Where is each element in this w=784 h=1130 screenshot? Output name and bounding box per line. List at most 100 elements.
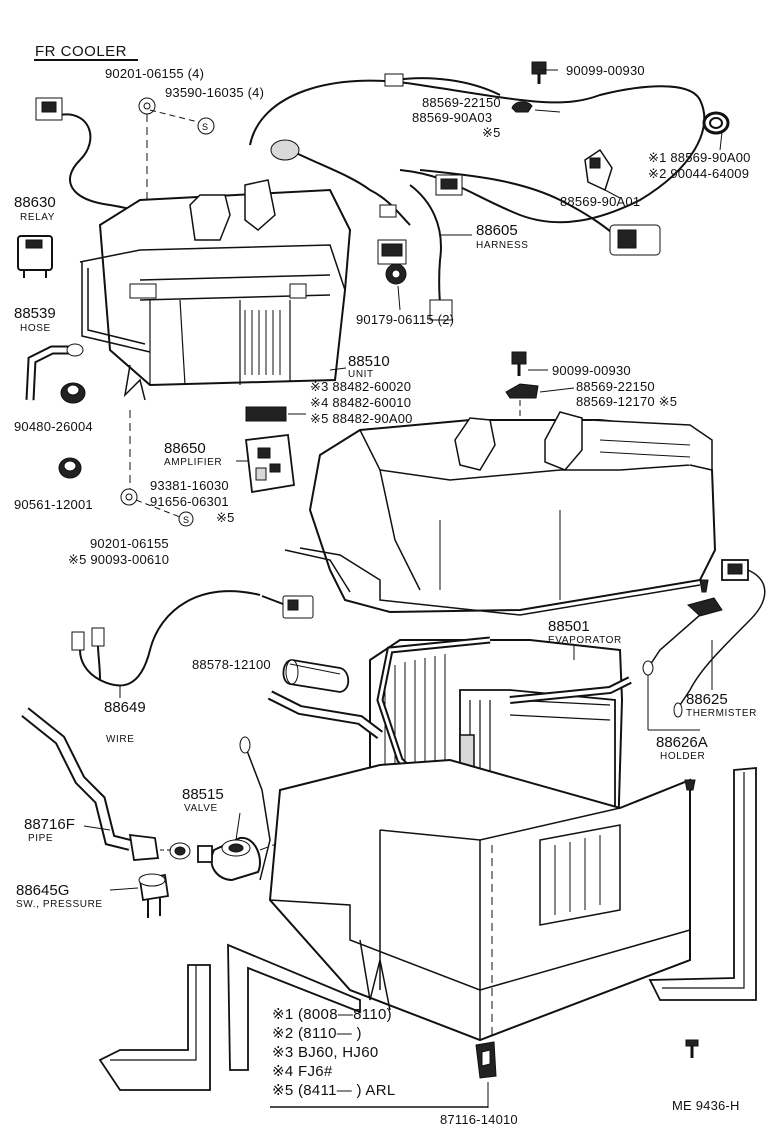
label-unit: UNIT [348, 369, 374, 380]
seal-right-icon [648, 767, 757, 1001]
note-1: ※1 (8008—8110) [272, 1006, 392, 1023]
clamp-icon [511, 101, 533, 113]
label-88501: 88501 [548, 618, 590, 635]
pressure-switch-icon [138, 873, 170, 918]
label-90561-12001: 90561-12001 [14, 497, 93, 512]
screw-icon: S [197, 117, 215, 135]
cooler-case-upper [284, 411, 717, 616]
svg-text:S: S [202, 122, 208, 132]
label-88650: 88650 [164, 440, 206, 457]
grommet-icon [58, 457, 82, 479]
label-90480-26004: 90480-26004 [14, 419, 93, 434]
label-wire: WIRE [106, 734, 135, 745]
label-thermister: THERMISTER [686, 708, 757, 719]
label-90044-64009: ※2 90044-64009 [648, 166, 750, 181]
grommet-icon [270, 139, 300, 161]
label-88625: 88625 [686, 691, 728, 708]
pipe-88716f [21, 707, 213, 863]
wire-88649 [71, 590, 314, 687]
label-hose: HOSE [20, 323, 51, 334]
label-sw-pressure: SW., PRESSURE [16, 899, 103, 910]
valve-icon [210, 736, 271, 882]
label-88510: 88510 [348, 353, 390, 370]
amplifier-icon [245, 434, 295, 494]
label-evaporator: EVAPORATOR [548, 635, 622, 646]
label-88569-90a00: ※1 88569-90A00 [648, 150, 751, 165]
label-87116-14010: 87116-14010 [440, 1112, 518, 1127]
label-88578-12100: 88578-12100 [192, 657, 271, 672]
nut-icon [120, 488, 138, 506]
nut-icon [138, 97, 156, 115]
note-3: ※3 BJ60, HJ60 [272, 1044, 379, 1061]
wire-terminal-icon [71, 631, 85, 651]
label-holder: HOLDER [660, 751, 706, 762]
note-2: ※2 (8110— ) [272, 1025, 362, 1042]
screw-icon [685, 1039, 699, 1058]
grommet-icon [385, 263, 407, 285]
screw-icon: S [178, 511, 194, 527]
label-88569-12170: 88569-12170 ※5 [576, 394, 678, 409]
relay-icon [17, 235, 53, 278]
bolt-icon [511, 351, 527, 376]
cooler-case-lower [268, 758, 696, 1042]
label-amplifier: AMPLIFIER [164, 457, 223, 468]
label-88716f: 88716F [24, 816, 75, 833]
harness-88605 [35, 73, 706, 321]
label-93381-16030: 93381-16030 [150, 478, 229, 493]
label-90201-06155-4: 90201-06155 (4) [105, 66, 205, 81]
label-90201-06155: 90201-06155 [90, 536, 169, 551]
label-88569-22150-lower: 88569-22150 [576, 379, 655, 394]
harness-connector-icon [429, 299, 453, 321]
diagram-code: ME 9436-H [672, 1098, 740, 1113]
label-88482-60010: ※4 88482-60010 [310, 395, 412, 410]
label-88482-60020: ※3 88482-60020 [310, 379, 412, 394]
cooler-unit-88510 [79, 179, 352, 401]
bracket-clip-icon [475, 1041, 497, 1079]
label-88605: 88605 [476, 222, 518, 239]
label-note5-screw: ※5 [216, 510, 235, 525]
label-88569-90a01: 88569-90A01 [560, 194, 641, 209]
label-88630: 88630 [14, 194, 56, 211]
seal-left-icon [98, 964, 211, 1091]
label-88482-90a00: ※5 88482-90A00 [310, 411, 413, 426]
label-90093-00610: ※5 90093-00610 [68, 552, 170, 567]
label-88645g: 88645G [16, 882, 70, 899]
label-88626a: 88626A [656, 734, 708, 751]
holder-icon [642, 597, 723, 676]
svg-text:S: S [183, 515, 189, 525]
label-91656-06301: 91656-06301 [150, 494, 229, 509]
thermister-icon [673, 559, 766, 718]
leader-lines [83, 69, 723, 891]
diagram-title: FR COOLER [35, 43, 128, 60]
seal-middle-icon [227, 943, 361, 1071]
label-88649: 88649 [104, 699, 146, 716]
bolt-icon [531, 61, 547, 84]
label-90179-06115: 90179-06115 (2) [356, 312, 455, 327]
label-relay: RELAY [20, 212, 56, 223]
screw-icon [699, 579, 709, 593]
label-note5-top: ※5 [482, 125, 501, 140]
clamp-icon [505, 383, 539, 399]
note-5: ※5 (8411— ) ARL [272, 1082, 396, 1099]
wire-terminal-icon [91, 627, 105, 647]
grommet-icon [60, 382, 86, 404]
label-88569-90a03: 88569-90A03 [412, 110, 493, 125]
label-harness: HARNESS [476, 240, 529, 251]
label-90099-00930-top: 90099-00930 [566, 63, 645, 78]
label-88515: 88515 [182, 786, 224, 803]
label-pipe: PIPE [28, 833, 54, 844]
label-88569-22150-top: 88569-22150 [422, 95, 501, 110]
label-88539: 88539 [14, 305, 56, 322]
pipe-88578-icon [282, 659, 350, 693]
clip-icon [702, 111, 730, 135]
label-valve: VALVE [184, 803, 218, 814]
note-4: ※4 FJ6# [272, 1063, 333, 1080]
label-90099-00930-lower: 90099-00930 [552, 363, 631, 378]
amplifier-bracket-icon [245, 406, 287, 422]
clamp-icon [584, 148, 613, 192]
label-93590-16035: 93590-16035 (4) [165, 85, 265, 100]
harness-connector-icon [384, 73, 404, 87]
hose-icon [25, 343, 84, 401]
